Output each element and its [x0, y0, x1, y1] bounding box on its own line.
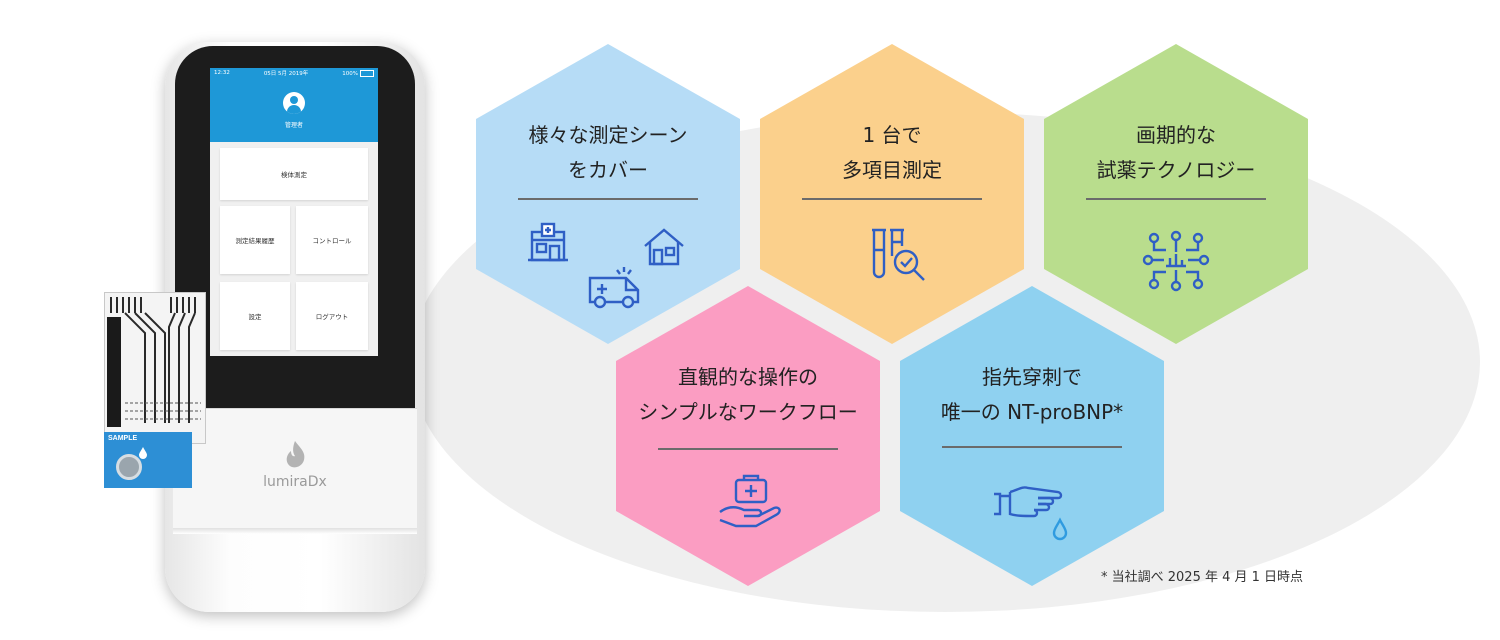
menu-settings-button[interactable]: 設定: [220, 282, 290, 350]
user-header: 管理者: [210, 78, 378, 142]
hex-multi-test-divider: [802, 198, 982, 200]
hex-workflow: 直観的な操作の シンプルなワークフロー: [616, 286, 880, 586]
sample-well: [116, 454, 142, 480]
strip-circuit-icon: [107, 297, 201, 427]
status-time: 12:32: [214, 70, 230, 76]
hex-reagent-tech: 画期的な 試薬テクノロジー: [1044, 44, 1308, 344]
test-tube-search-icon: [872, 228, 925, 281]
hex-reagent-tech-title: 画期的な 試薬テクノロジー: [1096, 123, 1256, 182]
sample-label: SAMPLE: [108, 435, 138, 442]
device-screen: 12:32 05日 5月 2019年 100% 管理者 検体測定 測定結果履歴 …: [210, 68, 378, 356]
device-slot-shadow: [173, 528, 417, 534]
status-bar: 12:32 05日 5月 2019年 100%: [210, 68, 378, 78]
flame-logo-icon: [286, 441, 305, 468]
status-date: 05日 5月 2019年: [263, 71, 309, 77]
drop-icon: [139, 447, 147, 459]
house-icon: [644, 228, 684, 266]
hex-multi-test: 1 台で 多項目測定: [760, 44, 1024, 344]
hex-fingertip: 指先穿刺で 唯一の NT-proBNP*: [900, 286, 1164, 586]
device-lower-panel: [173, 408, 417, 529]
menu-control-button[interactable]: コントロール: [296, 206, 368, 274]
hospital-icon: [528, 222, 568, 262]
strip-sample-area: SAMPLE: [104, 432, 192, 488]
hex-workflow-title: 直観的な操作の シンプルなワークフロー: [638, 365, 858, 424]
brand-name: lumiraDx: [263, 474, 327, 490]
hex-reagent-tech-divider: [1086, 198, 1266, 200]
battery-icon: [360, 69, 374, 77]
user-label: 管理者: [284, 121, 303, 129]
test-strip: [104, 292, 206, 444]
hex-workflow-divider: [658, 448, 838, 450]
menu-logout-button[interactable]: ログアウト: [296, 282, 368, 350]
hex-fingertip-title: 指先穿刺で 唯一の NT-proBNP*: [940, 365, 1124, 424]
hex-coverage-divider: [518, 198, 698, 200]
battery-percent: 100%: [342, 70, 358, 77]
finger-drop-icon: [994, 486, 1068, 541]
molecule-network-icon: [1142, 230, 1210, 292]
footnote: * 当社調べ 2025 年 4 月 1 日時点: [1101, 570, 1304, 585]
ambulance-icon: [588, 267, 640, 309]
battery-indicator: 100%: [342, 69, 374, 77]
menu-history-button[interactable]: 測定結果履歴: [220, 206, 290, 274]
user-avatar-icon: [283, 91, 305, 114]
hex-coverage: 様々な測定シーン をカバー: [476, 44, 740, 344]
hex-fingertip-divider: [942, 446, 1122, 448]
menu-test-button[interactable]: 検体測定: [220, 148, 368, 200]
brand-logo: lumiraDx: [245, 440, 345, 490]
hex-coverage-title: 様々な測定シーン をカバー: [528, 123, 688, 182]
medical-kit-hand-icon: [719, 474, 781, 528]
hex-multi-test-title: 1 台で 多項目測定: [842, 123, 942, 182]
